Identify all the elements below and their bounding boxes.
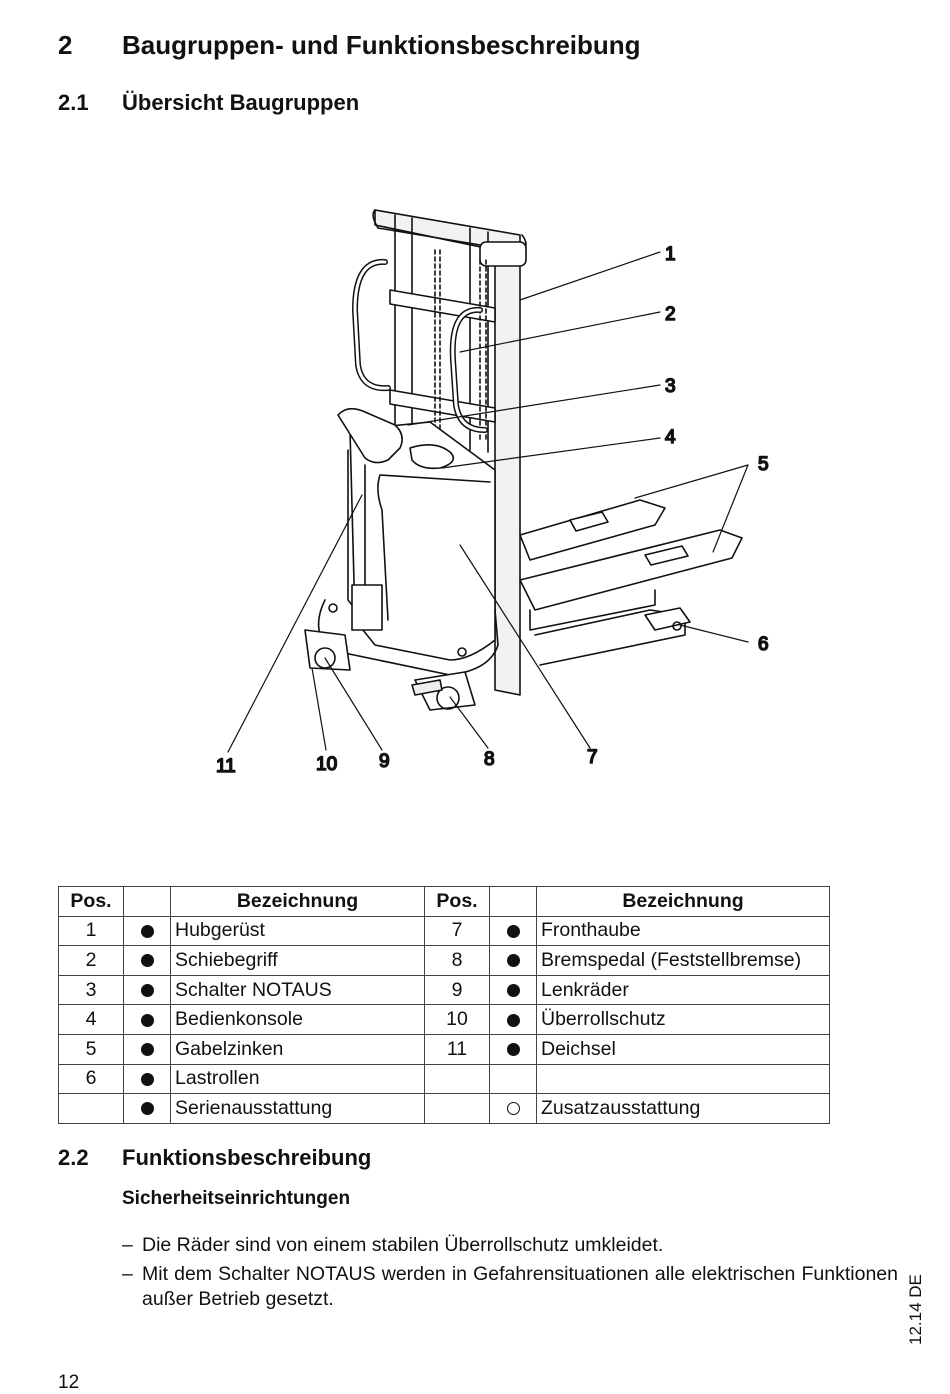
row-name-2: Lenkräder — [536, 974, 830, 1006]
section-number: 2.2 — [58, 1145, 89, 1170]
list-item-text: Mit dem Schalter NOTAUS werden in Gefahr… — [142, 1263, 898, 1310]
document-version: 12.14 DE — [906, 1274, 925, 1345]
row-name-2: Fronthaube — [536, 915, 830, 947]
row-name: Bedienkonsole — [170, 1004, 425, 1035]
row-name: Hubgerüst — [170, 915, 425, 947]
table-row: 5 Gabelzinken 11 Deichsel — [58, 1033, 830, 1065]
callout-6: 6 — [758, 634, 769, 655]
pallet-stacker-illustration: 1 2 3 4 5 6 7 8 9 10 11 — [150, 190, 800, 800]
row-name: Schalter NOTAUS — [170, 974, 425, 1006]
section-title: Übersicht Baugruppen — [122, 90, 360, 115]
row-pos: 6 — [58, 1063, 124, 1095]
header-symbol-2 — [489, 886, 537, 917]
empty-cell — [424, 1093, 490, 1124]
row-pos: 3 — [58, 974, 124, 1006]
header-name-2: Bezeichnung — [536, 886, 830, 917]
dash-bullet-icon: – — [122, 1234, 133, 1256]
legend-row: Serienausstattung Zusatzausstattung — [58, 1093, 830, 1124]
parts-table: Pos. Bezeichnung Pos. Bezeichnung 1 Hubg… — [58, 886, 830, 1124]
standard-equipment-dot-icon — [489, 915, 537, 947]
callout-9: 9 — [379, 751, 390, 772]
callout-8: 8 — [484, 749, 495, 770]
standard-equipment-dot-icon — [123, 945, 171, 976]
row-pos-2 — [424, 1063, 490, 1095]
row-pos-2: 10 — [424, 1004, 490, 1035]
section-number: 2.1 — [58, 90, 89, 115]
chapter-number: 2 — [58, 30, 73, 60]
table-row: 6 Lastrollen — [58, 1063, 830, 1095]
standard-equipment-dot-icon — [489, 945, 537, 976]
header-pos-2: Pos. — [424, 886, 490, 917]
callout-5: 5 — [758, 454, 769, 475]
row-name: Lastrollen — [170, 1063, 425, 1095]
optional-equipment-ring-icon — [489, 1093, 537, 1124]
row-name-2: Bremspedal (Feststellbremse) — [536, 945, 830, 976]
row-pos: 5 — [58, 1033, 124, 1065]
list-item: – Die Räder sind von einem stabilen Über… — [122, 1233, 898, 1258]
leader-lines — [227, 251, 749, 753]
body-drawing — [317, 421, 499, 676]
row-pos-2: 7 — [424, 915, 490, 947]
standard-equipment-dot-icon — [123, 974, 171, 1006]
standard-equipment-dot-icon — [123, 1093, 171, 1124]
tiller-drawing — [337, 407, 403, 631]
section-heading-overview: 2.1 Übersicht Baugruppen — [58, 90, 359, 116]
header-pos: Pos. — [58, 886, 124, 917]
chapter-heading: 2 Baugruppen- und Funktionsbeschreibung — [58, 30, 641, 61]
section-heading-function: 2.2 Funktionsbeschreibung — [58, 1145, 371, 1171]
standard-equipment-dot-icon — [123, 915, 171, 947]
standard-equipment-dot-icon — [489, 1033, 537, 1065]
table-row: 4 Bedienkonsole 10 Überrollschutz — [58, 1004, 830, 1035]
list-item-text: Die Räder sind von einem stabilen Überro… — [142, 1234, 664, 1256]
legend-optional: Zusatzausstattung — [536, 1093, 830, 1124]
forks-drawing — [519, 499, 743, 666]
standard-equipment-dot-icon — [489, 974, 537, 1006]
dash-bullet-icon: – — [122, 1263, 133, 1285]
header-symbol — [123, 886, 171, 917]
table-header-row: Pos. Bezeichnung Pos. Bezeichnung — [58, 886, 830, 917]
wheels-drawing — [304, 629, 476, 711]
table-row: 2 Schiebegriff 8 Bremspedal (Feststellbr… — [58, 945, 830, 976]
row-name-2: Überrollschutz — [536, 1004, 830, 1035]
table-row: 1 Hubgerüst 7 Fronthaube — [58, 915, 830, 947]
row-pos: 2 — [58, 945, 124, 976]
standard-equipment-dot-icon — [123, 1063, 171, 1095]
callout-1: 1 — [665, 244, 676, 265]
table-row: 3 Schalter NOTAUS 9 Lenkräder — [58, 974, 830, 1006]
empty-cell — [489, 1063, 537, 1095]
row-name: Schiebegriff — [170, 945, 425, 976]
page-number: 12 — [58, 1372, 80, 1393]
standard-equipment-dot-icon — [123, 1033, 171, 1065]
section-title: Funktionsbeschreibung — [122, 1145, 372, 1170]
row-pos: 4 — [58, 1004, 124, 1035]
subheading-safety: Sicherheitseinrichtungen — [122, 1188, 351, 1209]
row-name-2: Deichsel — [536, 1033, 830, 1065]
callout-4: 4 — [665, 427, 676, 448]
row-pos-2: 9 — [424, 974, 490, 1006]
list-item: – Mit dem Schalter NOTAUS werden in Gefa… — [122, 1262, 898, 1312]
standard-equipment-dot-icon — [489, 1004, 537, 1035]
callout-10: 10 — [316, 754, 337, 775]
row-name-2 — [536, 1063, 830, 1095]
header-name: Bezeichnung — [170, 886, 425, 917]
row-pos: 1 — [58, 915, 124, 947]
legend-standard: Serienausstattung — [170, 1093, 425, 1124]
callout-11: 11 — [216, 756, 236, 777]
mast-drawing — [352, 209, 527, 696]
callout-2: 2 — [665, 304, 676, 325]
row-pos-2: 8 — [424, 945, 490, 976]
standard-equipment-dot-icon — [123, 1004, 171, 1035]
row-name: Gabelzinken — [170, 1033, 425, 1065]
chapter-title: Baugruppen- und Funktionsbeschreibung — [122, 30, 641, 60]
callout-7: 7 — [587, 747, 598, 768]
bullet-list: – Die Räder sind von einem stabilen Über… — [122, 1233, 898, 1316]
empty-cell — [58, 1093, 124, 1124]
callout-3: 3 — [665, 376, 676, 397]
row-pos-2: 11 — [424, 1033, 490, 1065]
